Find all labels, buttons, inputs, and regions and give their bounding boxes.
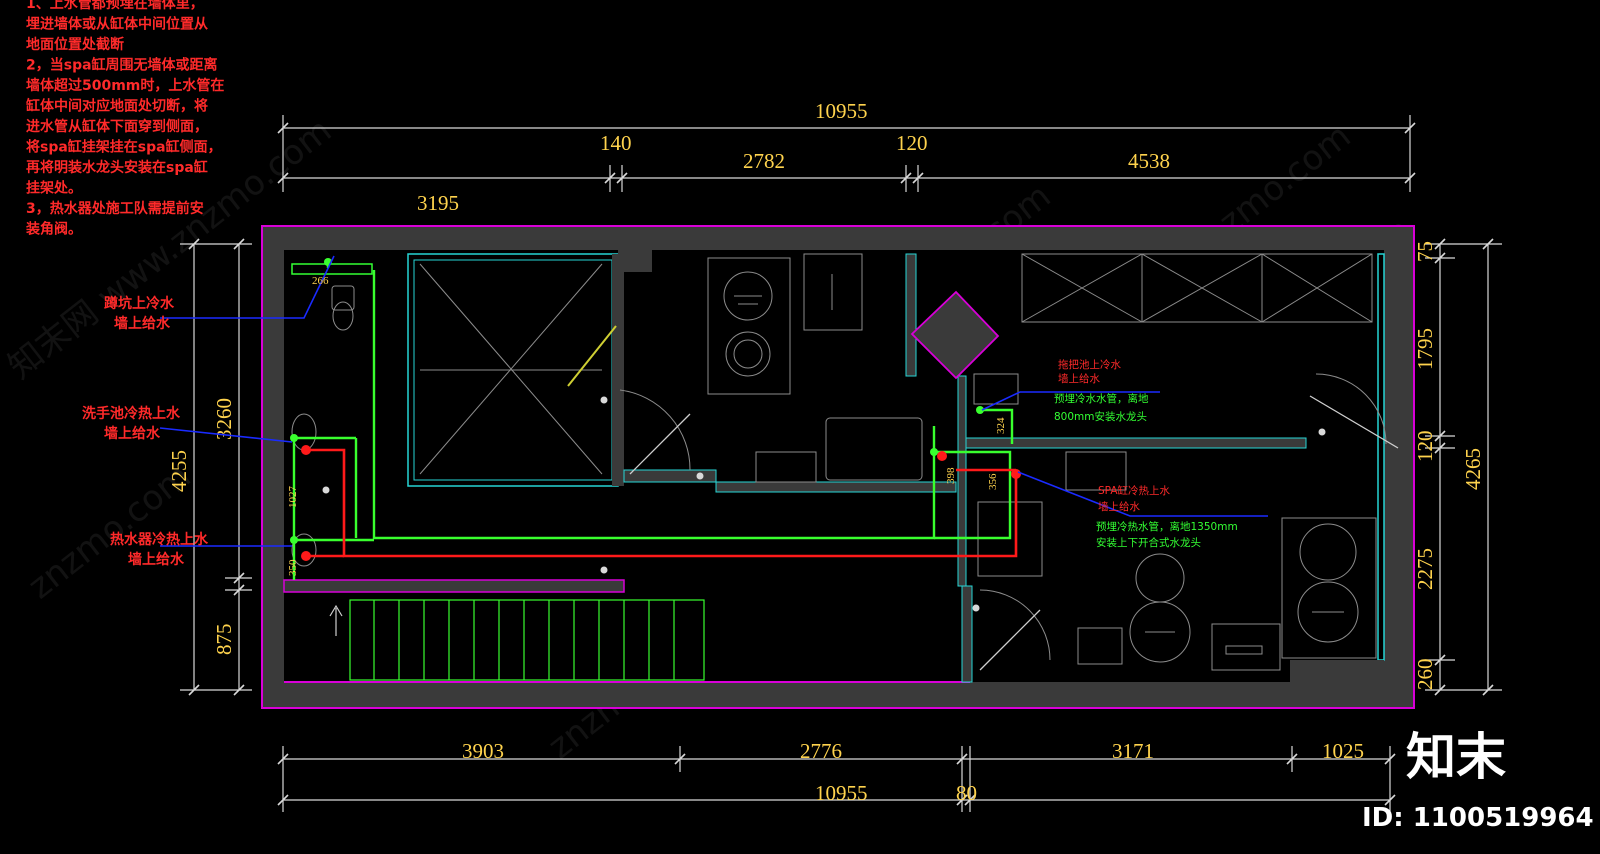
leader-lines <box>159 255 1268 547</box>
label-spa-line3: 预埋冷热水管，离地1350mm <box>1096 520 1238 533</box>
dim-bottom-1025: 1025 <box>1322 739 1364 763</box>
label-mop-line2: 墙上给水 <box>1058 372 1100 385</box>
note-line: 将spa缸挂架挂在spa缸侧面， <box>26 139 222 156</box>
label-mop-line3: 预埋冷水水管，离地 <box>1054 392 1149 405</box>
dim-top-120: 120 <box>896 131 928 155</box>
dim-1027: 1027 <box>287 486 299 509</box>
staircase <box>349 599 705 681</box>
label-basin-line1: 洗手池冷热上水 <box>82 405 181 422</box>
note-line: 缸体中间对应地面处切断，将 <box>26 98 208 115</box>
door-leaf-yellow <box>567 325 617 387</box>
note-line: 装角阀。 <box>25 221 82 238</box>
note-line: 3，热水器处施工队需提前安 <box>26 200 204 217</box>
dim-top-2782: 2782 <box>743 149 785 173</box>
dim-right-4265: 4265 <box>1461 448 1485 490</box>
note-line: 再将明装水龙头安装在spa缸 <box>26 159 208 176</box>
znzmo-logo: 知末 <box>1406 728 1506 786</box>
dim-top-4538: 4538 <box>1128 149 1170 173</box>
pipe-labels: 蹲坑上冷水 墙上给水 洗手池冷热上水 墙上给水 热水器冷热上水 墙上给水 拖把池… <box>82 295 1238 568</box>
dim-left-875: 875 <box>212 624 236 656</box>
label-basin-line2: 墙上给水 <box>104 425 161 442</box>
stair-arrow <box>329 604 343 636</box>
dim-350: 350 <box>287 559 299 576</box>
dim-top-140: 140 <box>600 131 632 155</box>
label-spa-line2: 墙上给水 <box>1098 500 1140 513</box>
dim-bottom-2776: 2776 <box>800 739 842 763</box>
dim-356: 356 <box>987 473 999 490</box>
dim-right-75: 75 <box>1413 241 1437 262</box>
note-line: 埋进墙体或从缸体中间位置从 <box>26 16 208 33</box>
dim-324: 324 <box>995 417 1007 434</box>
note-line: 墙体超过500mm时，上水管在 <box>26 77 224 94</box>
walls <box>261 225 1415 709</box>
label-mop-line4: 800mm安装水龙头 <box>1054 410 1147 423</box>
label-heater-line1: 热水器冷热上水 <box>110 531 209 548</box>
cold-water-outlets <box>290 258 984 544</box>
dim-bottom-3903: 3903 <box>462 739 504 763</box>
dim-left-3260: 3260 <box>212 398 236 440</box>
dim-right-120: 120 <box>1413 431 1437 463</box>
cold-water-pipes <box>292 260 1014 580</box>
label-heater-line2: 墙上给水 <box>128 551 185 568</box>
dimension-labels: 10955 140 2782 120 4538 3195 3903 2776 3… <box>167 99 1485 805</box>
note-line: 1、上水管都预埋在墙体里， <box>26 0 204 12</box>
note-line: 进水管从缸体下面穿到侧面， <box>26 118 208 135</box>
note-line: 地面位置处截断 <box>26 36 124 53</box>
note-line: 挂架处。 <box>26 180 82 197</box>
hot-water-pipes <box>306 448 1018 558</box>
label-mop-line1: 拖把池上冷水 <box>1058 358 1121 371</box>
dim-right-2275: 2275 <box>1413 548 1437 590</box>
door-leaves <box>629 395 1399 671</box>
dim-right-1795: 1795 <box>1413 328 1437 370</box>
dim-398: 398 <box>945 467 957 484</box>
dim-top-total: 10955 <box>815 99 868 123</box>
floor-drains <box>322 396 1326 612</box>
dim-266: 266 <box>312 275 329 287</box>
rotated-cabinet <box>910 290 1000 380</box>
dim-left-4255: 4255 <box>167 450 191 492</box>
pipe-dimensions: 266 1027 350 324 398 356 <box>287 275 1007 576</box>
label-toilet-line1: 蹲坑上冷水 <box>104 295 175 312</box>
dimension-ticks <box>188 122 1494 806</box>
dim-bottom-3171: 3171 <box>1112 739 1154 763</box>
label-spa-line1: SPA缸冷热上水 <box>1098 484 1171 497</box>
note-line: 2，当spa缸周围无墙体或距离 <box>26 57 218 74</box>
dim-right-260: 260 <box>1413 659 1437 691</box>
dim-bottom-total: 10955 <box>815 781 868 805</box>
image-id: ID: 1100519964 <box>1362 803 1594 833</box>
dim-top-3195: 3195 <box>417 191 459 215</box>
label-spa-line4: 安装上下开合式水龙头 <box>1096 536 1201 549</box>
label-toilet-line2: 墙上给水 <box>114 315 171 332</box>
dim-bottom-80: 80 <box>956 781 977 805</box>
